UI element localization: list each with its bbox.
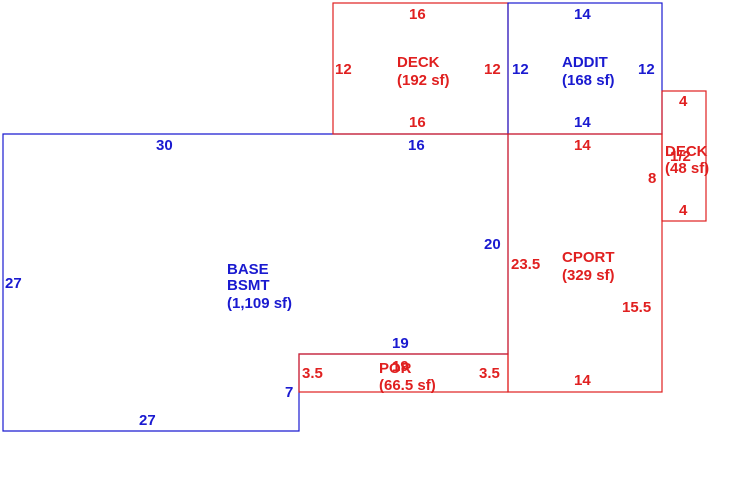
dim-por-left: 3.5 [302,365,323,382]
dim-deck-side-bottom: 4 [679,202,688,219]
deck-side-outline [661,90,707,222]
deck-top-area: (192 sf) [397,72,450,89]
dim-deck-top-bottom: 16 [409,114,426,131]
dim-addit-right: 12 [638,61,655,78]
base-label-line1: BASE [227,261,269,278]
cport-area: (329 sf) [562,267,615,284]
dim-cport-bottom: 14 [574,372,591,389]
dim-base-top: 30 [156,137,173,154]
dim-base-notch-top: 19 [392,335,409,352]
dim-base-step: 7 [285,384,293,401]
dim-cport-left: 23.5 [511,256,540,273]
dim-deck-side-top: 4 [679,93,688,110]
dim-deck-top-right: 12 [484,61,501,78]
dim-por-top: 19 [392,358,409,375]
dim-base-top-right: 16 [408,137,425,154]
deck-top-label: DECK [397,54,440,71]
dim-cport-right: 15.5 [622,299,651,316]
por-area: (66.5 sf) [379,377,436,394]
dim-base-bottom: 27 [139,412,156,429]
dim-base-left: 27 [5,275,22,292]
por-label: POR [379,360,412,377]
dim-por-right: 3.5 [479,365,500,382]
cport-label: CPORT [562,249,615,266]
dim-addit-bottom: 14 [574,114,591,131]
por-outline [298,353,509,393]
deck-side-area: (48 sf) [665,160,709,177]
dim-deck-top-top: 16 [409,6,426,23]
dim-deck-top-left: 12 [335,61,352,78]
base-label-line2: BSMT [227,277,270,294]
cport-outline [507,133,663,393]
addit-label: ADDIT [562,54,608,71]
deck-side-label: DECK [665,143,708,160]
addit-area: (168 sf) [562,72,615,89]
dim-cport-top: 14 [574,137,591,154]
base-area: (1,109 sf) [227,295,292,312]
dim-base-right: 20 [484,236,501,253]
dim-addit-top: 14 [574,6,591,23]
dim-deck-side-overlap: 1/2 [670,148,691,165]
dim-deck-side-left: 8 [648,170,656,187]
dim-addit-left: 12 [512,61,529,78]
